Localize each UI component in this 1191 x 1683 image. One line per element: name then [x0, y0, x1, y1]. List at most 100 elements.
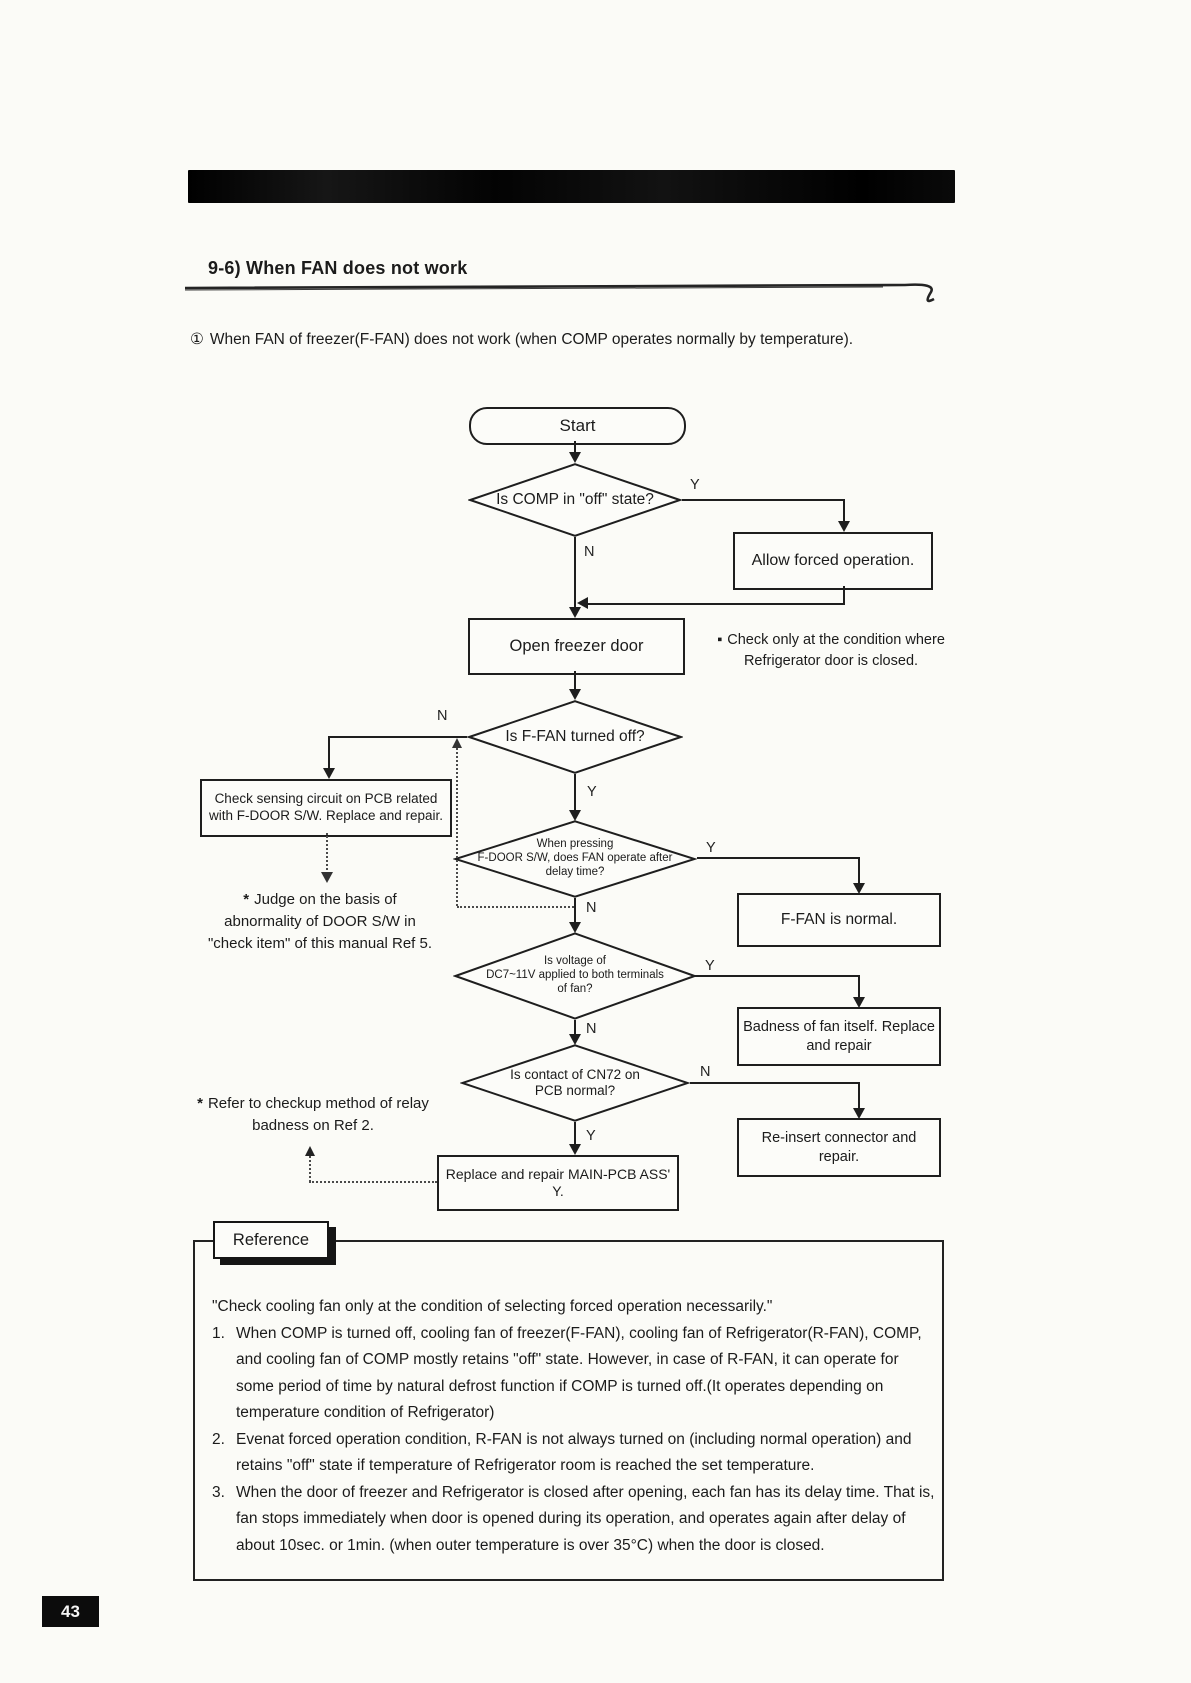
dotted-connector	[457, 906, 574, 908]
dotted-connector	[309, 1181, 437, 1183]
connector-line	[858, 857, 860, 885]
branch-label-no: N	[437, 708, 448, 724]
arrow-down-icon	[569, 810, 581, 821]
note-refer-relay: *Refer to checkup method of relay badnes…	[183, 1093, 443, 1137]
reference-label: Reference	[213, 1221, 329, 1259]
connector-line	[574, 1122, 576, 1148]
decision-fan-voltage: Is voltage of DC7~11V applied to both te…	[453, 932, 697, 1020]
top-black-bar	[188, 170, 955, 203]
decision-press-line1: When pressing	[536, 838, 614, 851]
arrow-left-icon	[577, 597, 588, 609]
connector-line	[858, 1082, 860, 1110]
box-check-sensing-circuit: Check sensing circuit on PCB related wit…	[200, 779, 452, 837]
arrow-down-icon	[569, 922, 581, 933]
decision-press-line2: F-DOOR S/W, does FAN operate after	[477, 852, 673, 865]
decision-ffan-off: Is F-FAN turned off?	[467, 700, 683, 774]
arrow-up-icon	[452, 738, 462, 748]
reference-item-number: 1.	[212, 1324, 225, 1342]
connector-line	[574, 774, 576, 812]
connector-line	[574, 1020, 576, 1038]
intro-text: When FAN of freezer(F-FAN) does not work…	[209, 331, 854, 348]
arrow-up-icon	[305, 1146, 315, 1156]
box-open-freezer-door: Open freezer door	[468, 618, 685, 675]
connector-line	[328, 736, 330, 769]
connector-line	[858, 975, 860, 999]
box-replace-label: Replace and repair MAIN-PCB ASS' Y.	[445, 1165, 671, 1200]
note-refrigerator-line1: Check only at the condition where	[727, 632, 945, 648]
note-marker-icon: *	[243, 891, 250, 908]
reference-quote: "Check cooling fan only at the condition…	[212, 1298, 773, 1315]
dotted-connector	[456, 748, 458, 906]
box-allow-label: Allow forced operation.	[751, 552, 915, 569]
reference-item: 1. When COMP is turned off, cooling fan …	[212, 1321, 938, 1427]
branch-label-yes: Y	[586, 1128, 596, 1144]
box-allow-forced-operation: Allow forced operation.	[733, 532, 933, 590]
reference-item: 3. When the door of freezer and Refriger…	[212, 1480, 938, 1560]
note-refer-line2: badness on Ref 2.	[252, 1116, 374, 1134]
arrow-down-icon	[569, 1034, 581, 1045]
connector-line	[695, 975, 860, 977]
connector-line	[682, 499, 845, 501]
note-judge-line3: "check item" of this manual Ref 5.	[207, 934, 433, 952]
box-reinsert-connector: Re-insert connector and repair.	[737, 1118, 941, 1177]
decision-cn72-contact: Is contact of CN72 on PCB normal?	[460, 1044, 690, 1122]
reference-content: "Check cooling fan only at the condition…	[212, 1294, 938, 1559]
dotted-connector	[326, 833, 328, 874]
branch-label-no: N	[586, 900, 597, 916]
connector-line	[574, 671, 576, 691]
connector-line	[843, 586, 845, 605]
box-ffan-normal: F-FAN is normal.	[737, 893, 941, 947]
arrow-down-icon	[569, 1144, 581, 1155]
reference-item: 2. Evenat forced operation condition, R-…	[212, 1427, 938, 1480]
reference-panel	[193, 1240, 944, 1581]
reference-item-text: Evenat forced operation condition, R-FAN…	[236, 1430, 912, 1475]
note-refrigerator-door: ▪Check only at the condition where Refri…	[708, 630, 954, 672]
decision-voltage-line2: DC7~11V applied to both terminals	[486, 969, 664, 982]
box-open-label: Open freezer door	[509, 637, 644, 656]
flow-start-node: Start	[469, 407, 686, 445]
branch-label-yes: Y	[705, 958, 715, 974]
reference-item-text: When COMP is turned off, cooling fan of …	[236, 1324, 922, 1422]
arrow-down-icon	[853, 1108, 865, 1119]
box-replace-main-pcb: Replace and repair MAIN-PCB ASS' Y.	[437, 1155, 679, 1211]
section-title: 9-6) When FAN does not work	[208, 258, 468, 278]
note-judge-door-sw: *Judge on the basis of abnormality of DO…	[192, 889, 448, 954]
reference-item-number: 3.	[212, 1483, 225, 1501]
connector-line	[574, 441, 576, 453]
reference-item-text: When the door of freezer and Refrigerato…	[236, 1483, 935, 1554]
note-judge-line2: abnormality of DOOR S/W in	[224, 912, 416, 930]
decision-cn72-line1: Is contact of CN72 on	[510, 1066, 640, 1082]
connector-line	[690, 1082, 860, 1084]
box-reinsert-line1: Re-insert connector and	[761, 1130, 917, 1147]
decision-comp-off-label: Is COMP in "off" state?	[496, 490, 654, 508]
connector-line	[574, 898, 576, 924]
intro-circled-number: ①	[190, 331, 204, 348]
connector-line	[843, 499, 845, 522]
arrow-down-icon	[853, 997, 865, 1008]
note-refrigerator-line2: Refrigerator door is closed.	[743, 653, 919, 670]
note-refer-line1: Refer to checkup method of relay	[207, 1095, 429, 1112]
arrow-down-icon	[838, 521, 850, 532]
reference-title: Reference	[232, 1230, 310, 1249]
box-reinsert-line2: repair.	[818, 1148, 860, 1165]
section-underline	[184, 283, 935, 303]
flow-start-label: Start	[559, 416, 596, 436]
note-judge-line1: Judge on the basis of	[254, 891, 397, 908]
branch-label-no: N	[700, 1064, 711, 1080]
reference-item-number: 2.	[212, 1430, 225, 1448]
arrow-down-icon	[323, 768, 335, 779]
box-badness-line2: and repair	[806, 1037, 872, 1054]
arrow-down-icon	[569, 689, 581, 700]
branch-label-no: N	[586, 1021, 597, 1037]
branch-label-no: N	[584, 544, 595, 560]
arrow-down-icon	[569, 607, 581, 618]
decision-press-line3: delay time?	[545, 865, 605, 878]
connector-line	[574, 537, 576, 608]
box-fan-badness: Badness of fan itself. Replace and repai…	[737, 1007, 941, 1066]
page-number-badge: 43	[42, 1596, 99, 1627]
connector-line	[587, 603, 845, 605]
branch-label-yes: Y	[706, 840, 716, 856]
intro-line: ① When FAN of freezer(F-FAN) does not wor…	[190, 330, 1130, 349]
decision-voltage-line3: of fan?	[557, 982, 593, 995]
